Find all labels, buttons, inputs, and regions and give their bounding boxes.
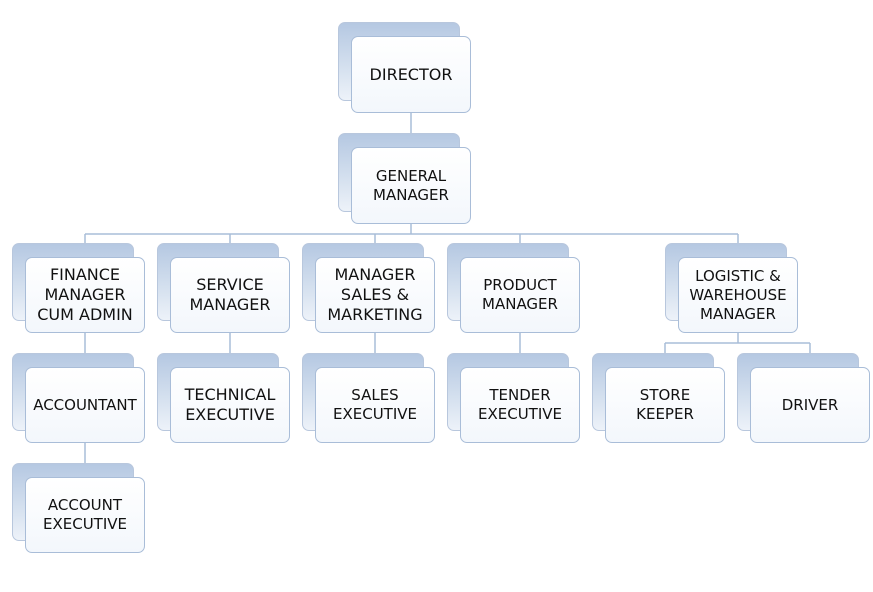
org-node-label: TECHNICAL EXECUTIVE [170, 367, 290, 443]
org-node-finance-manager: FINANCE MANAGER CUM ADMIN [12, 243, 147, 335]
org-node-logistic-warehouse-manager: LOGISTIC & WAREHOUSE MANAGER [665, 243, 800, 335]
org-node-driver: DRIVER [737, 353, 872, 445]
org-node-accountant: ACCOUNTANT [12, 353, 147, 445]
org-node-label: FINANCE MANAGER CUM ADMIN [25, 257, 145, 333]
org-node-general-manager: GENERAL MANAGER [338, 133, 473, 226]
org-node-label: LOGISTIC & WAREHOUSE MANAGER [678, 257, 798, 333]
org-node-director: DIRECTOR [338, 22, 473, 115]
org-node-product-manager: PRODUCT MANAGER [447, 243, 582, 335]
org-node-label: MANAGER SALES & MARKETING [315, 257, 435, 333]
org-node-tender-executive: TENDER EXECUTIVE [447, 353, 582, 445]
org-node-label: GENERAL MANAGER [351, 147, 471, 224]
org-node-label: PRODUCT MANAGER [460, 257, 580, 333]
org-node-label: DRIVER [750, 367, 870, 443]
org-node-label: SERVICE MANAGER [170, 257, 290, 333]
org-node-account-executive: ACCOUNT EXECUTIVE [12, 463, 147, 555]
org-node-label: ACCOUNT EXECUTIVE [25, 477, 145, 553]
org-node-label: DIRECTOR [351, 36, 471, 113]
org-node-label: TENDER EXECUTIVE [460, 367, 580, 443]
org-node-label: ACCOUNTANT [25, 367, 145, 443]
org-node-label: SALES EXECUTIVE [315, 367, 435, 443]
org-node-store-keeper: STORE KEEPER [592, 353, 727, 445]
org-node-label: STORE KEEPER [605, 367, 725, 443]
org-node-service-manager: SERVICE MANAGER [157, 243, 292, 335]
org-node-sales-executive: SALES EXECUTIVE [302, 353, 437, 445]
org-node-technical-executive: TECHNICAL EXECUTIVE [157, 353, 292, 445]
org-node-manager-sales-marketing: MANAGER SALES & MARKETING [302, 243, 437, 335]
